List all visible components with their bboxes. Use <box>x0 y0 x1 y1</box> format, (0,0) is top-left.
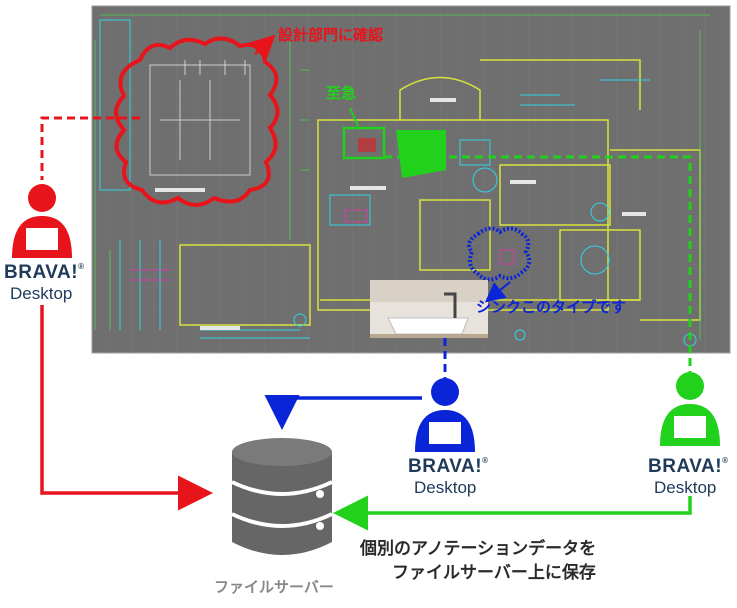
caption-line-1: 個別のアノテーションデータを <box>360 539 597 559</box>
caption-line-2: ファイルサーバー上に保存 <box>392 563 596 583</box>
sink-note-text: シンクこのタイプです <box>476 298 626 316</box>
green-user-brand: BRAVA!® <box>648 456 729 477</box>
red-annotation-cloud[interactable] <box>114 36 280 207</box>
red-dashed-link <box>40 116 140 180</box>
sink-photo[interactable] <box>370 280 488 338</box>
blue-user-brand: BRAVA!® <box>408 456 489 477</box>
blue-user-icon <box>415 378 475 452</box>
green-dashed-link <box>384 155 692 372</box>
urgent-text: 至急 <box>326 84 356 102</box>
green-save-arrow <box>333 495 692 531</box>
red-user-brand: BRAVA!® <box>4 262 85 283</box>
green-user-icon <box>660 372 720 446</box>
red-note-leader <box>248 34 276 61</box>
database-icon <box>231 438 333 555</box>
red-user-product: Desktop <box>10 284 73 303</box>
server-label: ファイルサーバー <box>214 578 334 596</box>
green-annotations[interactable]: 至急 <box>326 84 446 178</box>
blue-annotation-cloud[interactable] <box>467 226 532 282</box>
red-user-icon <box>12 184 72 258</box>
red-save-arrow <box>40 305 213 511</box>
green-user-product: Desktop <box>654 478 717 497</box>
sink-note-leader <box>484 281 511 303</box>
red-note-text: 設計部門に確認 <box>278 26 383 44</box>
blue-user-product: Desktop <box>414 478 477 497</box>
blue-save-arrow <box>264 395 422 430</box>
